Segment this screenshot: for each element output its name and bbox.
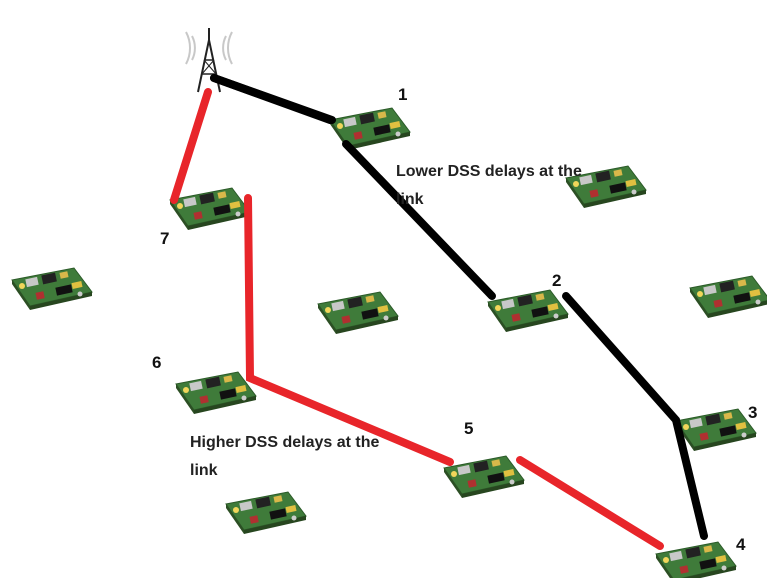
red-link-path xyxy=(170,88,664,550)
sensor-board-icon xyxy=(329,107,411,151)
sensor-node-1 xyxy=(329,107,411,151)
sensor-board-icon xyxy=(317,291,399,335)
node-label: 3 xyxy=(748,403,757,422)
sensor-board-icon xyxy=(689,275,767,319)
sensor-board-icon xyxy=(487,289,569,333)
black-link-path xyxy=(210,74,708,540)
higher-delay-note-line2: link xyxy=(190,462,218,479)
node-label: 7 xyxy=(160,229,169,248)
sensor-board-icon xyxy=(11,267,93,311)
node-label: 2 xyxy=(552,271,561,290)
sensor-board-icon xyxy=(175,371,257,415)
sensor-board-icon xyxy=(225,491,307,535)
sensor-node-extra xyxy=(317,291,399,335)
node-label: 5 xyxy=(464,419,473,438)
sensor-board-icon xyxy=(169,187,251,231)
sensor-node-extra xyxy=(11,267,93,311)
node-label: 4 xyxy=(736,535,746,554)
sensor-node-extra xyxy=(225,491,307,535)
node-label: 6 xyxy=(152,353,161,372)
node-label: 1 xyxy=(398,85,407,104)
lower-delay-note-line2: link xyxy=(396,191,424,208)
higher-delay-note-line1: Higher DSS delays at the xyxy=(190,434,379,451)
sensor-node-6 xyxy=(175,371,257,415)
sensor-node-4 xyxy=(655,541,737,578)
sensor-node-3 xyxy=(675,408,757,452)
sensor-node-5 xyxy=(443,455,525,499)
lower-delay-note-line1: Lower DSS delays at the xyxy=(396,163,582,180)
sensor-node-extra xyxy=(689,275,767,319)
sensor-board-icon xyxy=(675,408,757,452)
sensor-node-2 xyxy=(487,289,569,333)
sensor-board-icon xyxy=(443,455,525,499)
sensor-node-7 xyxy=(169,187,251,231)
sensor-board-icon xyxy=(655,541,737,578)
